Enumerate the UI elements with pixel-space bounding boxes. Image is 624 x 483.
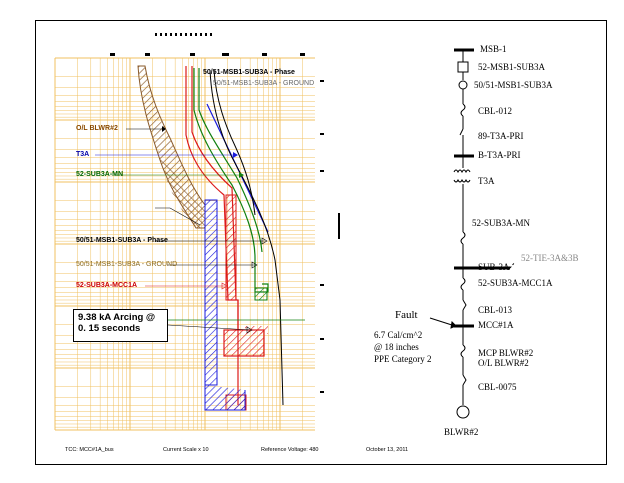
tie-label: 52-TIE-3A&3B: [521, 253, 579, 263]
mcp-label: MCP BLWR#2: [478, 348, 534, 358]
xfmr-label: T3A: [478, 176, 495, 186]
ground-mid-label: 50/51-MSB1-SUB3A - GROUND: [76, 261, 178, 268]
motor-label: BLWR#2: [444, 427, 479, 437]
mcc1a-curve-2: [191, 66, 237, 301]
mcc1a-fill: [245, 326, 268, 334]
cbl012-label: CBL-012: [478, 106, 513, 116]
arc-flash-box: [223, 329, 265, 357]
mcc1a-band: [225, 194, 237, 301]
ol-label: O/L BLWR#2: [478, 358, 529, 368]
arc-callout-line2: 0. 15 seconds: [78, 323, 141, 334]
footer-tcc: TCC: MCC#1A_bus: [65, 447, 114, 453]
ppe-label: PPE Category 2: [374, 354, 432, 364]
phase-relay-curve-2: [213, 69, 256, 216]
footer-date: October 13, 2011: [366, 447, 409, 453]
mcc1a-bus-label: MCC#1A: [478, 320, 514, 330]
msb1-label: MSB-1: [480, 44, 507, 54]
mcp-curve: [204, 385, 246, 411]
pri-switch-label: 89-T3A-PRI: [478, 131, 524, 141]
arc-energy-label: 6.7 Cal/cm^2: [374, 330, 423, 340]
tcc-grid: [54, 57, 315, 431]
mcc1a-label: 52-SUB3A-MCC1A: [76, 282, 138, 289]
relay-label: 50/51-MSB1-SUB3A: [474, 80, 553, 90]
arc-distance-label: @ 18 inches: [374, 342, 419, 352]
arrow-heads: [162, 126, 268, 334]
bus-pri-label: B-T3A-PRI: [478, 150, 521, 160]
ol-blwr2-label: O/L BLWR#2: [76, 125, 118, 132]
t3a-label: T3A: [76, 151, 90, 158]
sub3a-label: SUB-3A: [478, 262, 510, 272]
ground-top-label: 50/51-MSB1-SUB3A - GROUND: [213, 80, 315, 87]
arc-callout-line1: 9.38 kA Arcing @: [78, 312, 156, 323]
ol-blwr2-cross: [158, 150, 205, 228]
leader-lines: [95, 128, 265, 331]
mn-label: 52-SUB3A-MN: [76, 171, 124, 178]
cbl0075-label: CBL-0075: [478, 382, 517, 392]
footer-scale: Current Scale x 10: [163, 447, 209, 453]
axis-ticks: [110, 33, 340, 393]
mcp-band: [204, 199, 218, 386]
breaker-msb1-label: 52-MSB1-SUB3A: [478, 62, 546, 72]
one-line-diagram: [429, 48, 516, 419]
mn-inst-band: [254, 287, 268, 301]
phase-mid-label: 50/51-MSB1-SUB3A - Phase: [76, 237, 168, 244]
cbl013-label: CBL-013: [478, 305, 513, 315]
mn-curve: [193, 68, 269, 293]
fault-label: Fault: [395, 309, 418, 321]
mcc1a-breaker-label: 52-SUB3A-MCC1A: [478, 278, 553, 288]
phase-relay-curve: [209, 69, 284, 406]
footer-voltage: Reference Voltage: 480: [261, 447, 319, 453]
mn-curve-2: [198, 68, 263, 253]
phase-top-label: 50/51-MSB1-SUB3A - Phase: [203, 69, 295, 76]
main-breaker-label: 52-SUB3A-MN: [472, 218, 531, 228]
arc-callout: 9.38 kA Arcing @ 0. 15 seconds: [73, 309, 168, 342]
